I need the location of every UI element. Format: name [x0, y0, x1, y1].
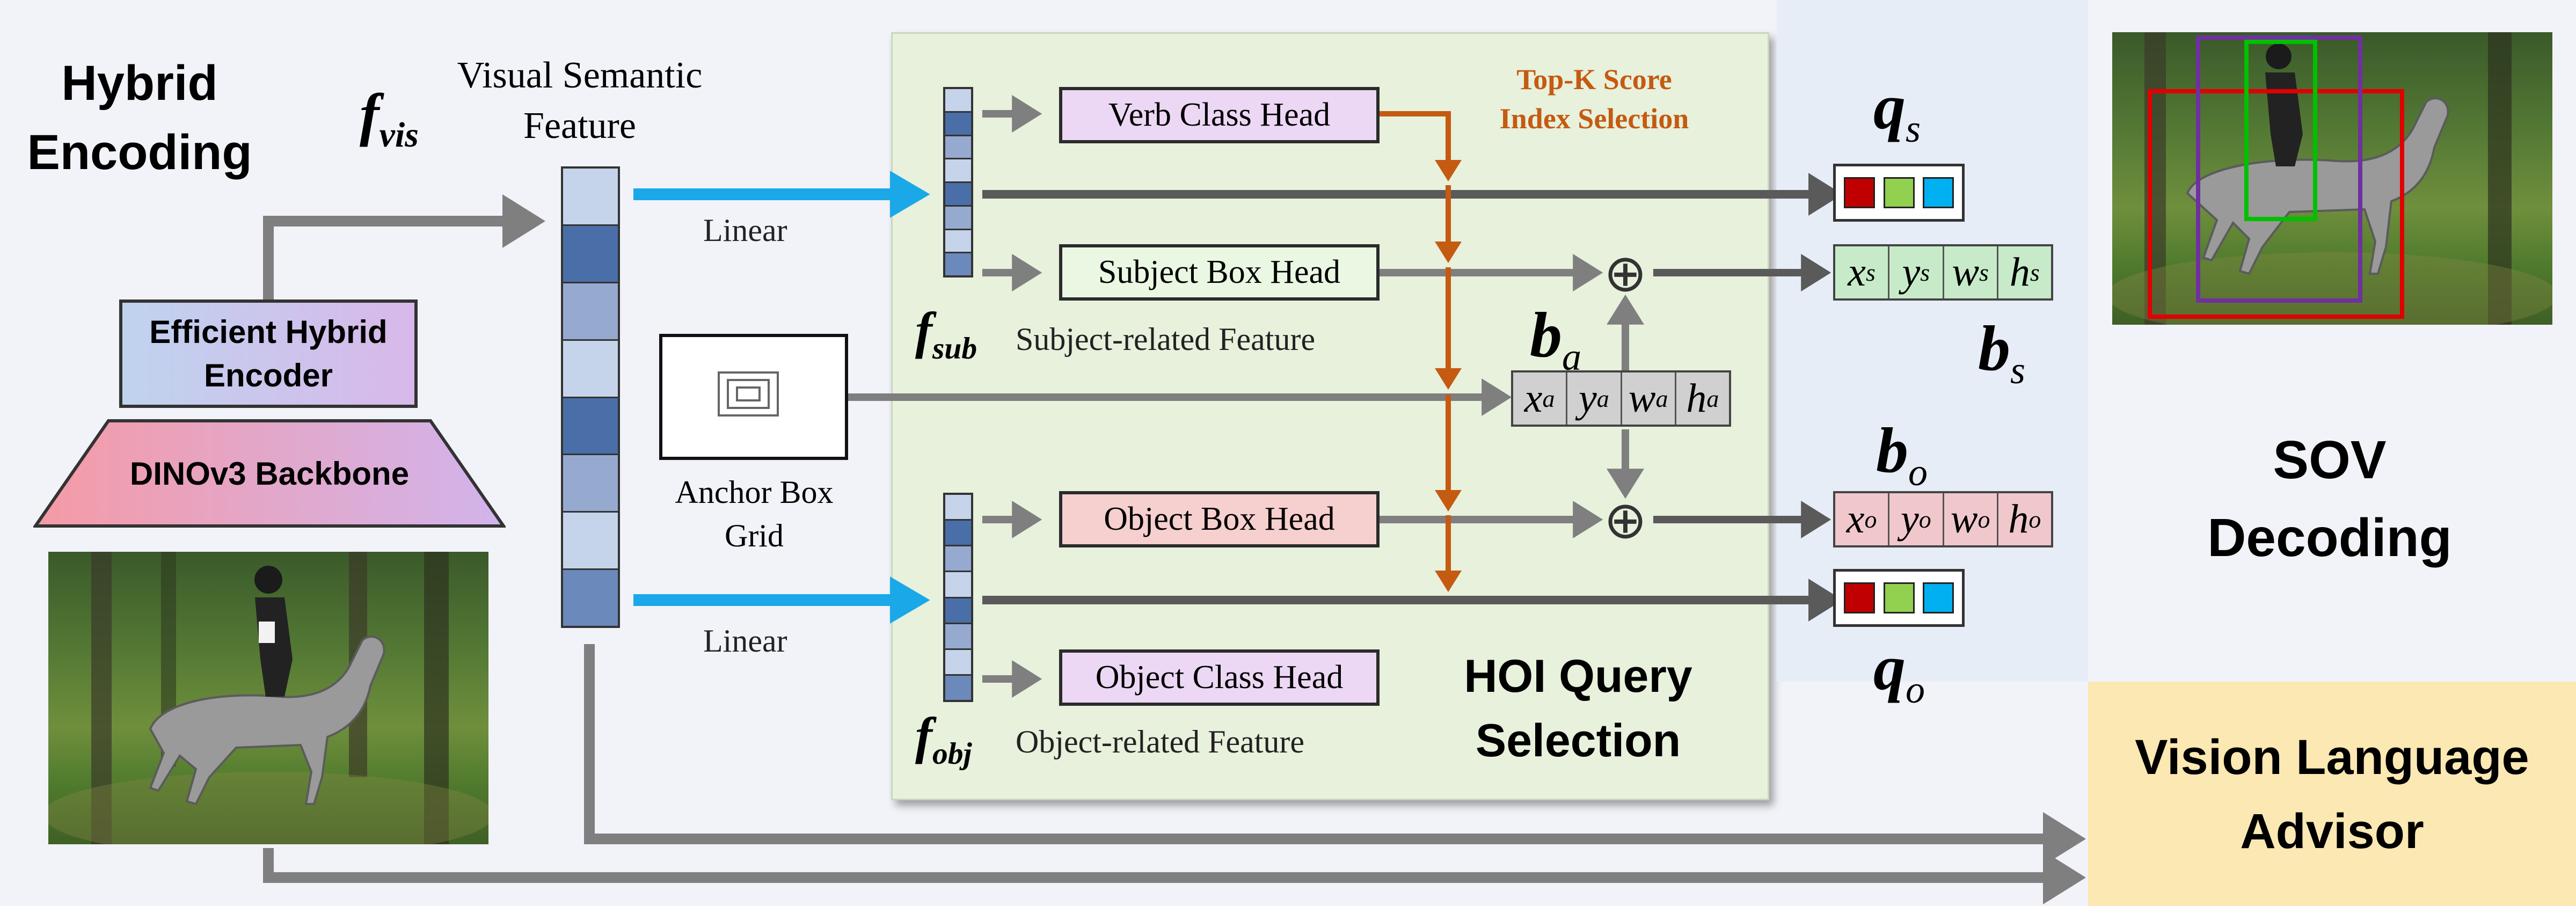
horse-shape — [149, 635, 385, 806]
hoi-query-selection-title: HOI Query Selection — [1464, 650, 1692, 766]
interaction-detection-box — [2196, 35, 2362, 303]
dinov3-backbone-label: DINOv3 Backbone — [129, 456, 410, 492]
q-o-symbol: qo — [1873, 632, 1925, 711]
rider-shape — [254, 566, 293, 697]
linear-label-bottom: Linear — [703, 623, 787, 659]
visual-semantic-feature-vector — [561, 166, 620, 628]
topk-score-label: Top-K Score Index Selection — [1499, 63, 1689, 135]
q-s-symbol: qs — [1873, 71, 1921, 150]
linear-arrows — [633, 171, 930, 624]
linear-label-top: Linear — [703, 213, 787, 248]
vision-language-advisor-panel — [2088, 682, 2576, 906]
object-box-head: Object Box Head — [1059, 491, 1380, 547]
vision-language-advisor-title: Vision Language Advisor — [2135, 730, 2529, 859]
plus-circle-icon: ⊕ — [1603, 492, 1647, 549]
object-feature-vector — [943, 493, 973, 702]
plus-to-output-arrows — [1653, 254, 1831, 538]
object-class-head: Object Class Head — [1059, 649, 1380, 706]
box-head-to-plus-arrows — [1380, 254, 1603, 538]
b-s-symbol: bs — [1978, 312, 2026, 392]
subject-query-tokens — [1833, 164, 1965, 222]
object-detection-box — [2148, 89, 2404, 319]
input-image — [48, 552, 488, 844]
f-sub-symbol: fsub — [915, 302, 977, 366]
anchor-box-icon — [718, 371, 779, 417]
head-input-arrows — [982, 95, 1042, 698]
subject-related-feature-label: Subject-related Feature — [1016, 322, 1316, 357]
object-query-tokens — [1833, 569, 1965, 627]
sov-decoding-title: SOV Decoding — [2207, 430, 2452, 568]
subject-feature-vector — [943, 87, 973, 277]
f-vis-symbol: fvis — [360, 82, 419, 155]
anchor-box-grid-label: Anchor Box Grid — [675, 474, 834, 553]
anchor-box-grid — [659, 334, 848, 460]
subject-detection-box — [2244, 40, 2317, 221]
object-related-feature-label: Object-related Feature — [1016, 724, 1305, 759]
topk-orange-arrows — [1380, 111, 1462, 592]
subject-box-head: Subject Box Head — [1059, 244, 1380, 301]
f-obj-symbol: fobj — [915, 707, 972, 771]
encoder-to-feature-arrow — [263, 194, 545, 301]
plus-circle-icon: ⊕ — [1603, 245, 1647, 302]
hybrid-encoding-title: Hybrid Encoding — [27, 56, 252, 180]
query-long-arrows — [982, 173, 1843, 622]
b-a-symbol: ba — [1530, 299, 1581, 378]
bottom-arrows — [263, 644, 2086, 904]
sov-decoding-panel — [1777, 0, 2088, 682]
detection-output-image — [2112, 32, 2552, 325]
visual-semantic-feature-label: Visual Semantic Feature — [457, 54, 703, 147]
b-o-symbol: bo — [1876, 414, 1928, 494]
verb-class-head: Verb Class Head — [1059, 87, 1380, 143]
dinov3-backbone-shape — [33, 419, 506, 528]
efficient-hybrid-encoder-box: Efficient Hybrid Encoder — [119, 299, 418, 408]
